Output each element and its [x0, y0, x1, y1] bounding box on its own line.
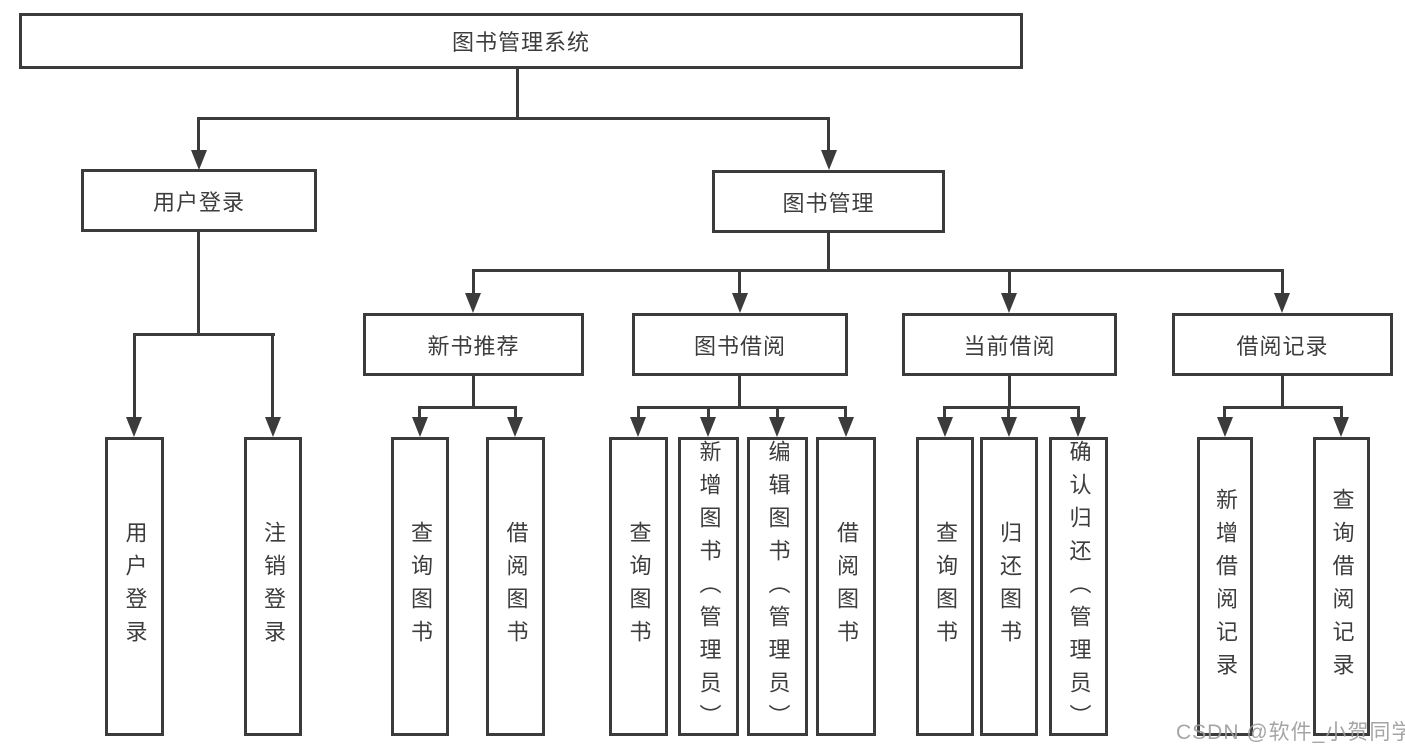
node-leaf-confirm-return-admin: 确认归还（管理员）: [1049, 437, 1108, 737]
connector-root-to-user-login: [197, 117, 200, 151]
connector-leaf-stub: [637, 406, 640, 420]
node-leaf-add-borrow-record: 新增借阅记录: [1197, 437, 1253, 736]
leaf-label: 注销登录: [261, 520, 286, 653]
arrow-down-icon: [507, 417, 523, 437]
connector-book-borrow-rail: [637, 406, 847, 409]
arrow-down-icon: [1217, 417, 1233, 437]
connector-to-borrow-records: [1281, 269, 1284, 295]
connector-leaf-stub: [1007, 406, 1010, 420]
connector-leaf-stub: [707, 406, 710, 420]
leaf-label: 查询图书: [626, 520, 652, 653]
arrow-down-icon: [465, 293, 481, 313]
arrow-down-icon: [838, 417, 854, 437]
connector-to-book-borrow: [738, 269, 741, 295]
node-leaf-add-book-admin: 新增图书（管理员）: [678, 437, 739, 737]
arrow-down-icon: [265, 417, 281, 437]
connector-leaf-stub: [418, 406, 421, 420]
leaf-label: 归还图书: [997, 520, 1022, 653]
arrow-down-icon: [732, 293, 748, 313]
leaf-label: 用户登录: [122, 520, 148, 653]
leaf-label: 查询借阅记录: [1329, 487, 1355, 686]
node-borrow-records-label: 借阅记录: [1236, 333, 1329, 359]
connector-new-book-stem: [472, 376, 475, 409]
node-new-book-recommend-label: 新书推荐: [427, 333, 520, 359]
arrow-down-icon: [1001, 417, 1017, 437]
connector-to-leaf-user-login: [133, 333, 136, 419]
csdn-watermark: CSDN @软件_小贺同学: [1176, 721, 1405, 744]
connector-book-mgmt-rail: [472, 269, 1284, 272]
connector-root-to-book-mgmt: [827, 117, 830, 151]
connector-leaf-stub: [776, 406, 779, 420]
leaf-label: 新增图书（管理员）: [696, 440, 722, 737]
node-new-book-recommend: 新书推荐: [363, 313, 584, 376]
leaf-label: 查询图书: [933, 520, 958, 653]
node-book-management: 图书管理: [712, 170, 945, 233]
node-leaf-query-book-borrow: 查询图书: [609, 437, 668, 736]
leaf-label: 新增借阅记录: [1213, 487, 1238, 686]
connector-borrow-records-stem: [1281, 376, 1284, 409]
connector-borrow-records-rail: [1224, 406, 1343, 409]
connector-new-book-rail: [418, 406, 517, 409]
node-root-label: 图书管理系统: [451, 30, 590, 55]
arrow-down-icon: [1333, 417, 1349, 437]
arrow-down-icon: [1070, 417, 1086, 437]
node-leaf-query-borrow-record: 查询借阅记录: [1313, 437, 1370, 736]
connector-leaf-stub: [1223, 406, 1226, 420]
leaf-label: 编辑图书（管理员）: [765, 440, 791, 737]
arrow-down-icon: [700, 417, 716, 437]
connector-to-leaf-logout: [271, 333, 274, 419]
node-leaf-borrow-book: 借阅图书: [816, 437, 876, 736]
leaf-label: 查询图书: [408, 520, 433, 653]
node-user-login-label: 用户登录: [152, 189, 245, 215]
connector-book-borrow-stem: [738, 376, 741, 409]
connector-to-current-borrow: [1008, 269, 1011, 295]
connector-to-new-book: [472, 269, 475, 295]
node-borrow-records: 借阅记录: [1172, 313, 1393, 376]
arrow-down-icon: [1001, 293, 1017, 313]
leaf-label: 确认归还（管理员）: [1066, 440, 1092, 737]
connector-user-login-rail: [133, 333, 275, 336]
arrow-down-icon: [1274, 293, 1290, 313]
node-current-borrow-label: 当前借阅: [963, 333, 1056, 359]
connector-leaf-stub: [1340, 406, 1343, 420]
connector-user-login-stem: [197, 232, 200, 336]
node-root: 图书管理系统: [19, 13, 1023, 69]
node-leaf-borrow-book-recommend: 借阅图书: [486, 437, 545, 736]
arrow-down-icon: [937, 417, 953, 437]
leaf-label: 借阅图书: [503, 520, 529, 653]
node-user-login: 用户登录: [81, 169, 317, 232]
connector-book-mgmt-stem: [827, 233, 830, 272]
node-book-borrow-label: 图书借阅: [693, 333, 786, 359]
arrow-down-icon: [769, 417, 785, 437]
arrow-down-icon: [630, 417, 646, 437]
connector-leaf-stub: [1077, 406, 1080, 420]
node-book-borrow: 图书借阅: [632, 313, 848, 376]
node-leaf-query-book-current: 查询图书: [916, 437, 974, 736]
node-current-borrow: 当前借阅: [902, 313, 1117, 376]
connector-leaf-stub: [943, 406, 946, 420]
node-leaf-return-book: 归还图书: [980, 437, 1038, 736]
connector-root-stem: [516, 69, 519, 119]
connector-root-rail: [197, 117, 830, 120]
node-leaf-logout: 注销登录: [244, 437, 302, 736]
connector-leaf-stub: [844, 406, 847, 420]
node-leaf-user-login: 用户登录: [105, 437, 164, 736]
arrow-down-icon: [821, 150, 837, 170]
connector-leaf-stub: [514, 406, 517, 420]
leaf-label: 借阅图书: [834, 520, 859, 653]
node-book-management-label: 图书管理: [782, 190, 875, 216]
node-leaf-edit-book-admin: 编辑图书（管理员）: [747, 437, 808, 737]
arrow-down-icon: [412, 417, 428, 437]
arrow-down-icon: [191, 150, 207, 170]
connector-current-borrow-rail: [944, 406, 1080, 409]
node-leaf-query-book-recommend: 查询图书: [391, 437, 449, 736]
connector-current-borrow-stem: [1008, 376, 1011, 409]
arrow-down-icon: [126, 417, 142, 437]
